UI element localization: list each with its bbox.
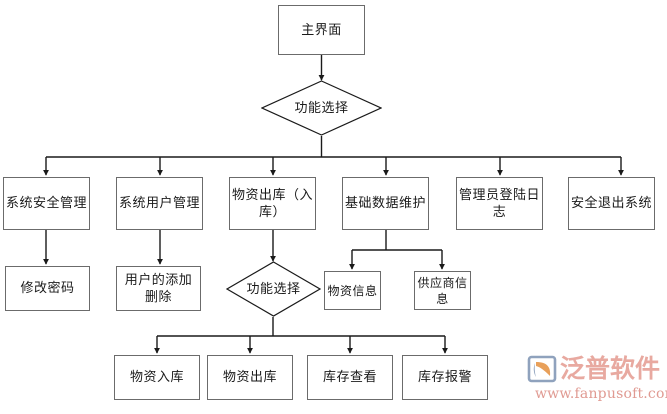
node-sys-security-label: 系统安全管理 [6, 196, 88, 211]
watermark-brand: 泛普软件 [560, 354, 661, 383]
node-goods-out[interactable]: 物资出库 [207, 355, 293, 400]
node-goods-info[interactable]: 物资信息 [324, 271, 381, 310]
node-safe-exit-label: 安全退出系统 [571, 196, 653, 211]
node-function-select-2-label: 功能选择 [246, 281, 301, 297]
node-goods-info-label: 物资信息 [327, 283, 378, 298]
node-goods-out-label: 物资出库 [222, 370, 277, 385]
node-function-select-2[interactable]: 功能选择 [226, 261, 321, 317]
node-base-data[interactable]: 基础数据维护 [342, 177, 429, 230]
node-goods-in-label: 物资入库 [129, 370, 184, 385]
node-sys-user-label: 系统用户管理 [119, 196, 201, 211]
watermark: 泛普软件 www.fanpusoft.com [527, 352, 667, 410]
node-supplier-info[interactable]: 供应商信息 [414, 271, 471, 310]
node-user-add-delete[interactable]: 用户的添加删除 [116, 266, 201, 311]
watermark-brand-row: 泛普软件 [527, 354, 660, 384]
node-sys-security[interactable]: 系统安全管理 [3, 177, 90, 230]
node-function-select-1[interactable]: 功能选择 [261, 80, 382, 136]
node-goods-out-in-label: 物资出库（入库） [232, 187, 314, 220]
node-goods-out-in[interactable]: 物资出库（入库） [229, 177, 316, 230]
node-goods-in[interactable]: 物资入库 [114, 355, 200, 400]
node-stock-alarm-label: 库存报警 [417, 370, 472, 385]
fanpu-logo-icon [527, 355, 557, 383]
node-main-interface-label: 主界面 [301, 22, 342, 38]
node-admin-log-label: 管理员登陆日志 [459, 187, 541, 220]
node-change-password-label: 修改密码 [20, 281, 75, 296]
node-main-interface[interactable]: 主界面 [278, 5, 365, 55]
watermark-url: www.fanpusoft.com [535, 386, 667, 402]
node-supplier-info-label: 供应商信息 [417, 275, 468, 306]
node-base-data-label: 基础数据维护 [345, 196, 427, 211]
node-stock-view[interactable]: 库存查看 [307, 355, 393, 400]
node-safe-exit[interactable]: 安全退出系统 [568, 177, 655, 230]
node-stock-view-label: 库存查看 [322, 370, 377, 385]
node-change-password[interactable]: 修改密码 [5, 266, 90, 311]
node-user-add-delete-label: 用户的添加删除 [124, 272, 193, 305]
node-sys-user[interactable]: 系统用户管理 [116, 177, 203, 230]
node-stock-alarm[interactable]: 库存报警 [402, 355, 488, 400]
node-admin-log[interactable]: 管理员登陆日志 [456, 177, 543, 230]
node-function-select-1-label: 功能选择 [294, 100, 349, 116]
